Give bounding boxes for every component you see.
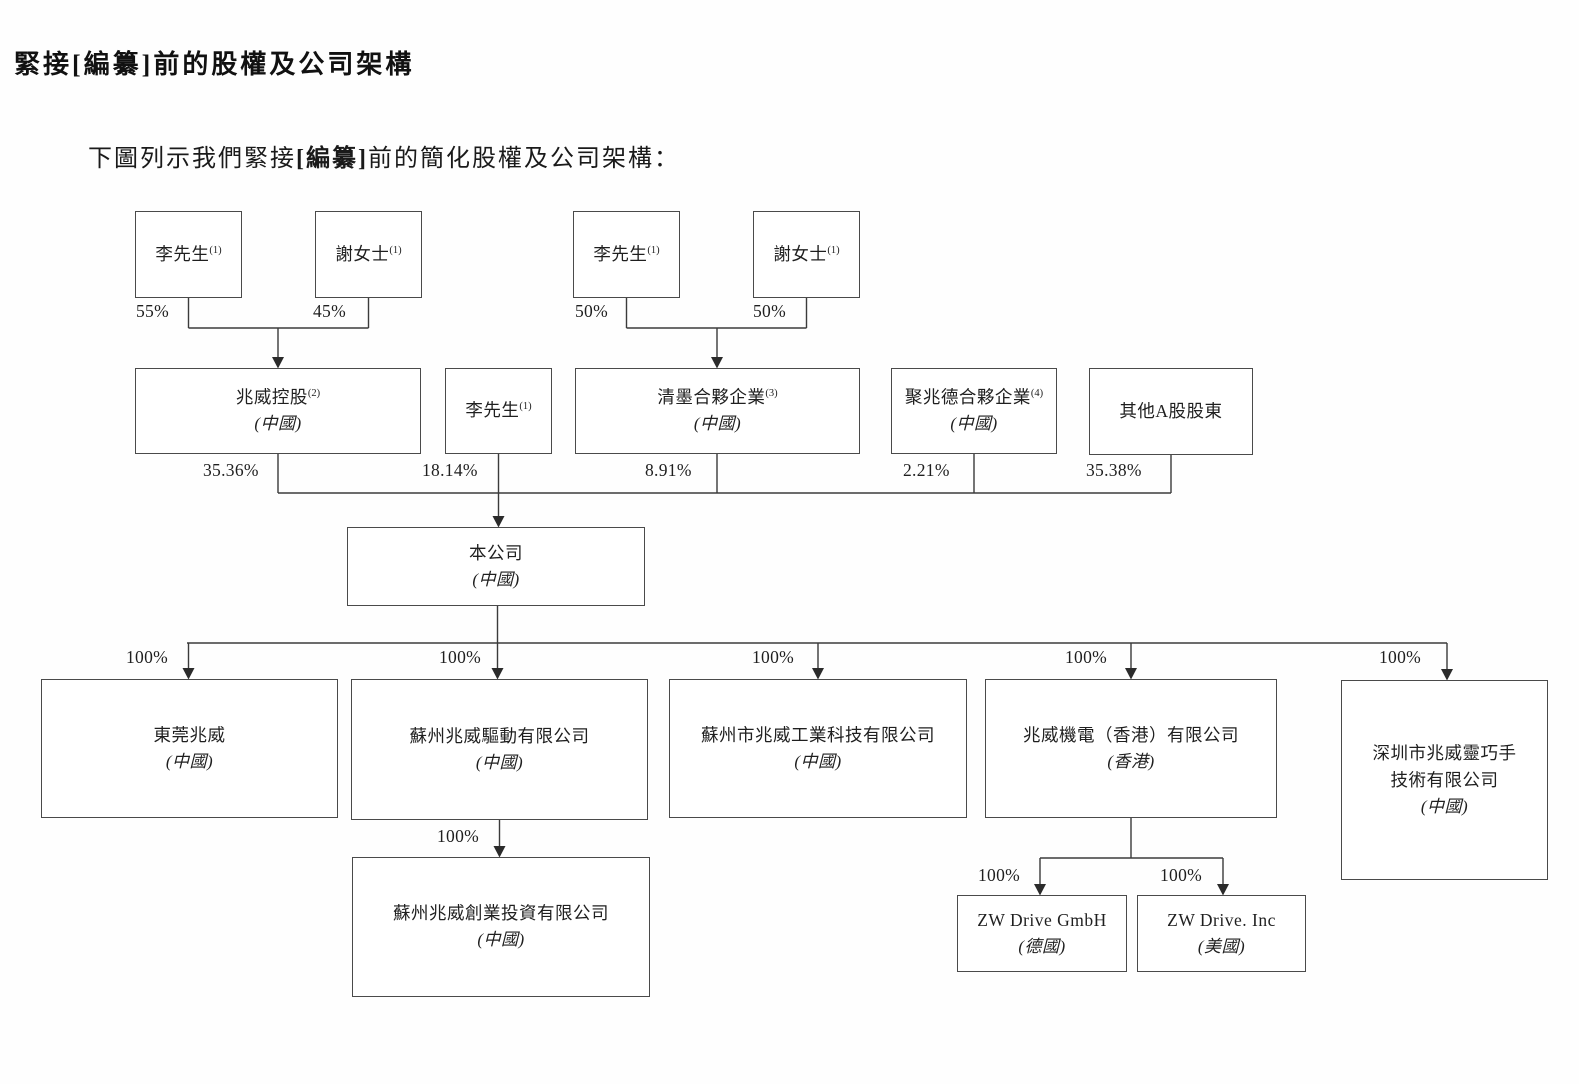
node-ms-xie-b: 謝女士(1)	[753, 211, 860, 298]
entity-jurisdiction: (德國)	[1018, 936, 1066, 956]
entity-name: 李先生(1)	[593, 243, 660, 264]
entity-jurisdiction: (中國)	[254, 414, 302, 434]
entity-jurisdiction: (香港)	[1107, 751, 1155, 771]
node-the-company: 本公司 (中國)	[347, 527, 645, 606]
node-dongguan-zhaowei: 東莞兆威 (中國)	[41, 679, 338, 818]
entity-name: 深圳市兆威靈巧手	[1372, 742, 1517, 763]
entity-name: 其他A股股東	[1119, 400, 1223, 421]
entity-jurisdiction: (中國)	[475, 752, 524, 772]
ownership-label: 2.21%	[903, 460, 950, 480]
ownership-label: 100%	[1160, 865, 1203, 885]
footnote-ref: (3)	[765, 388, 778, 400]
ownership-label: 100%	[126, 647, 169, 667]
entity-jurisdiction: (中國)	[1420, 796, 1469, 816]
footnote-ref: (1)	[209, 245, 222, 257]
page-subtitle: 下圖列示我們緊接[編纂]前的簡化股權及公司架構：	[88, 138, 680, 173]
node-suzhou-zhaowei-venture-investment: 蘇州兆威創業投資有限公司 (中國)	[352, 857, 650, 997]
entity-name: 兆威控股(2)	[235, 387, 321, 408]
entity-name: 謝女士(1)	[773, 243, 840, 264]
node-mr-li-direct: 李先生(1)	[445, 368, 552, 454]
subtitle-redacted-term: [編纂]	[296, 146, 368, 172]
entity-name: 聚兆德合夥企業(4)	[904, 387, 1044, 408]
footnote-ref: (1)	[827, 245, 840, 257]
node-suzhou-zhaowei-drive: 蘇州兆威驅動有限公司 (中國)	[351, 679, 648, 820]
node-juzhaode-partnership: 聚兆德合夥企業(4) (中國)	[891, 368, 1057, 454]
entity-name: 蘇州兆威創業投資有限公司	[393, 903, 609, 924]
entity-name: 東莞兆威	[153, 724, 226, 745]
node-shenzhen-zhaowei-dexterous-hand: 深圳市兆威靈巧手 技術有限公司 (中國)	[1341, 680, 1548, 880]
ownership-label: 35.38%	[1086, 460, 1142, 480]
entity-name: 李先生(1)	[465, 400, 532, 421]
entity-name: 技術有限公司	[1390, 769, 1499, 790]
ownership-label: 55%	[136, 301, 169, 321]
entity-name: ZW Drive. Inc	[1167, 909, 1276, 930]
ownership-label: 100%	[1065, 647, 1108, 667]
arrowhead-icons	[182, 357, 1453, 896]
subtitle-text: 下圖列示我們緊接	[88, 146, 296, 172]
ownership-label: 100%	[439, 647, 482, 667]
node-ms-xie-a: 謝女士(1)	[315, 211, 422, 298]
entity-name: ZW Drive GmbH	[977, 909, 1107, 930]
entity-jurisdiction: (中國)	[693, 414, 742, 434]
entity-name: 蘇州市兆威工業科技有限公司	[701, 724, 935, 745]
node-zw-drive-gmbh: ZW Drive GmbH (德國)	[957, 895, 1127, 972]
node-mr-li-a: 李先生(1)	[135, 211, 242, 298]
ownership-label: 100%	[437, 826, 480, 846]
footnote-ref: (1)	[519, 401, 532, 413]
node-zhaowei-electromechanical-hk: 兆威機電（香港）有限公司 (香港)	[985, 679, 1277, 818]
node-other-a-shareholders: 其他A股股東	[1089, 368, 1253, 455]
entity-name: 清墨合夥企業(3)	[657, 387, 778, 408]
entity-jurisdiction: (中國)	[472, 569, 520, 589]
ownership-label: 8.91%	[645, 460, 692, 480]
entity-name: 蘇州兆威驅動有限公司	[409, 725, 590, 746]
ownership-label: 100%	[978, 865, 1021, 885]
footnote-ref: (1)	[389, 245, 402, 257]
node-zhaowei-holdings: 兆威控股(2) (中國)	[135, 368, 421, 454]
node-suzhou-zhaowei-industrial-tech: 蘇州市兆威工業科技有限公司 (中國)	[669, 679, 967, 818]
entity-jurisdiction: (中國)	[950, 414, 998, 434]
entity-name: 本公司	[469, 542, 523, 563]
entity-jurisdiction: (中國)	[477, 930, 525, 950]
ownership-label: 100%	[1379, 647, 1422, 667]
node-zw-drive-inc: ZW Drive. Inc (美國)	[1137, 895, 1306, 972]
entity-jurisdiction: (中國)	[794, 751, 842, 771]
ownership-label: 50%	[575, 301, 608, 321]
ownership-label: 35.36%	[203, 460, 259, 480]
ownership-label: 100%	[752, 647, 795, 667]
entity-name: 李先生(1)	[155, 243, 222, 264]
entity-jurisdiction: (中國)	[165, 751, 214, 771]
entity-jurisdiction: (美國)	[1197, 936, 1246, 956]
entity-name: 兆威機電（香港）有限公司	[1023, 724, 1239, 745]
footnote-ref: (1)	[647, 245, 660, 257]
ownership-label: 50%	[753, 301, 786, 321]
footnote-ref: (4)	[1030, 388, 1044, 400]
page-title: 緊接[編纂]前的股權及公司架構	[14, 50, 415, 79]
subtitle-text: 前的簡化股權及公司架構：	[367, 146, 680, 172]
ownership-label: 18.14%	[422, 460, 478, 480]
node-mr-li-b: 李先生(1)	[573, 211, 680, 298]
footnote-ref: (2)	[307, 388, 321, 400]
ownership-label: 45%	[313, 301, 346, 321]
node-qingmo-partnership: 清墨合夥企業(3) (中國)	[575, 368, 860, 454]
entity-name: 謝女士(1)	[335, 243, 402, 264]
